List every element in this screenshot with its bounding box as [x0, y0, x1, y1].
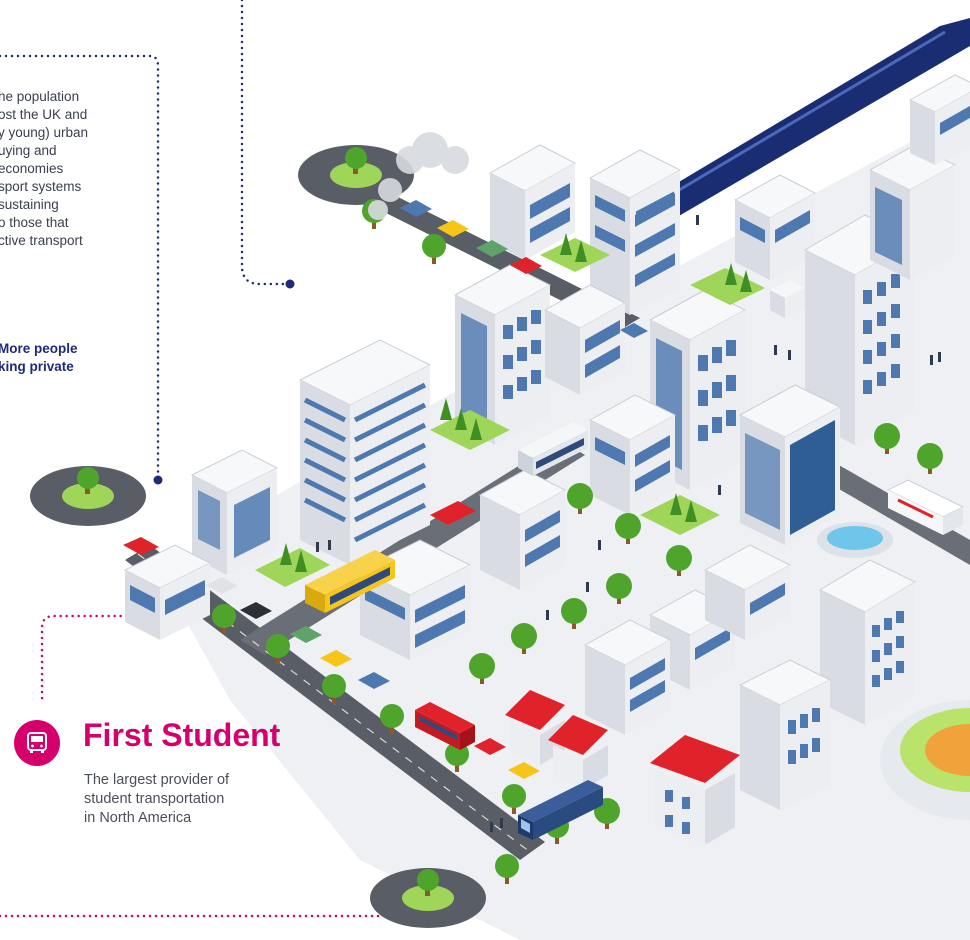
intro-text-line: o those that — [0, 215, 69, 230]
truck — [770, 280, 805, 318]
building — [453, 264, 552, 445]
pedestrians — [316, 215, 941, 832]
upper-connector-line — [240, 0, 292, 286]
building — [583, 619, 672, 735]
houses — [505, 690, 740, 845]
connector-dot — [153, 475, 163, 485]
top-connector-line — [0, 54, 160, 478]
building — [868, 144, 957, 280]
intro-text-line: y young) urban — [0, 125, 89, 140]
first-student-description-line: student transportation — [84, 791, 225, 807]
red-bus — [415, 702, 475, 750]
bus-icon — [14, 720, 60, 766]
blue-bus — [518, 780, 603, 840]
building — [908, 74, 970, 165]
intro-text-line: sport systems — [0, 179, 82, 194]
buildings — [123, 74, 970, 810]
building — [190, 449, 279, 575]
connector-dot — [285, 279, 295, 289]
red-roof-house — [650, 735, 740, 845]
highlight-text-line: king private — [0, 359, 74, 374]
building — [298, 339, 432, 565]
building — [818, 559, 917, 725]
bus-icon-glyph — [27, 732, 47, 753]
intro-text-line: ctive transport — [0, 233, 83, 248]
stadium — [880, 700, 970, 820]
first-student-connector-line — [40, 614, 302, 700]
roundabout-left — [30, 466, 146, 526]
intro-text-line: ost the UK and — [0, 107, 88, 122]
first-student-description-line: in North America — [84, 810, 192, 826]
ambulance — [886, 479, 965, 535]
first-student-title: First Student — [83, 717, 281, 753]
vehicles — [123, 200, 965, 840]
intro-text-line: he population — [0, 89, 80, 104]
red-roof-house — [548, 715, 608, 790]
fountain — [817, 522, 893, 558]
first-student-description: The largest provider of student transport… — [84, 771, 284, 828]
intro-text-line: economies — [0, 161, 64, 176]
building — [733, 174, 817, 280]
upper-road — [360, 188, 640, 330]
highlight-statement: More people king private — [0, 340, 78, 376]
trees — [212, 199, 943, 884]
bottom-left-connector-line — [0, 738, 432, 918]
building — [543, 284, 627, 395]
building — [488, 144, 577, 260]
building — [588, 394, 677, 515]
white-bus — [518, 422, 588, 476]
red-roof-house — [505, 690, 565, 765]
school-bus — [305, 550, 395, 613]
roundabout-bottom — [370, 868, 486, 928]
highlight-text-line: More people — [0, 341, 78, 356]
building — [738, 384, 842, 545]
building — [738, 659, 832, 810]
building — [478, 469, 567, 590]
building — [703, 544, 792, 640]
building — [588, 149, 682, 315]
intro-paragraph: he population ost the UK and y young) urba… — [0, 88, 138, 250]
intro-text-line: uying and — [0, 143, 57, 158]
intro-text-line: sustaining — [0, 197, 59, 212]
rail-track — [590, 18, 970, 262]
building — [123, 544, 212, 640]
first-student-description-line: The largest provider of — [84, 772, 230, 788]
smoke-clouds — [368, 132, 469, 220]
right-road — [820, 460, 970, 565]
